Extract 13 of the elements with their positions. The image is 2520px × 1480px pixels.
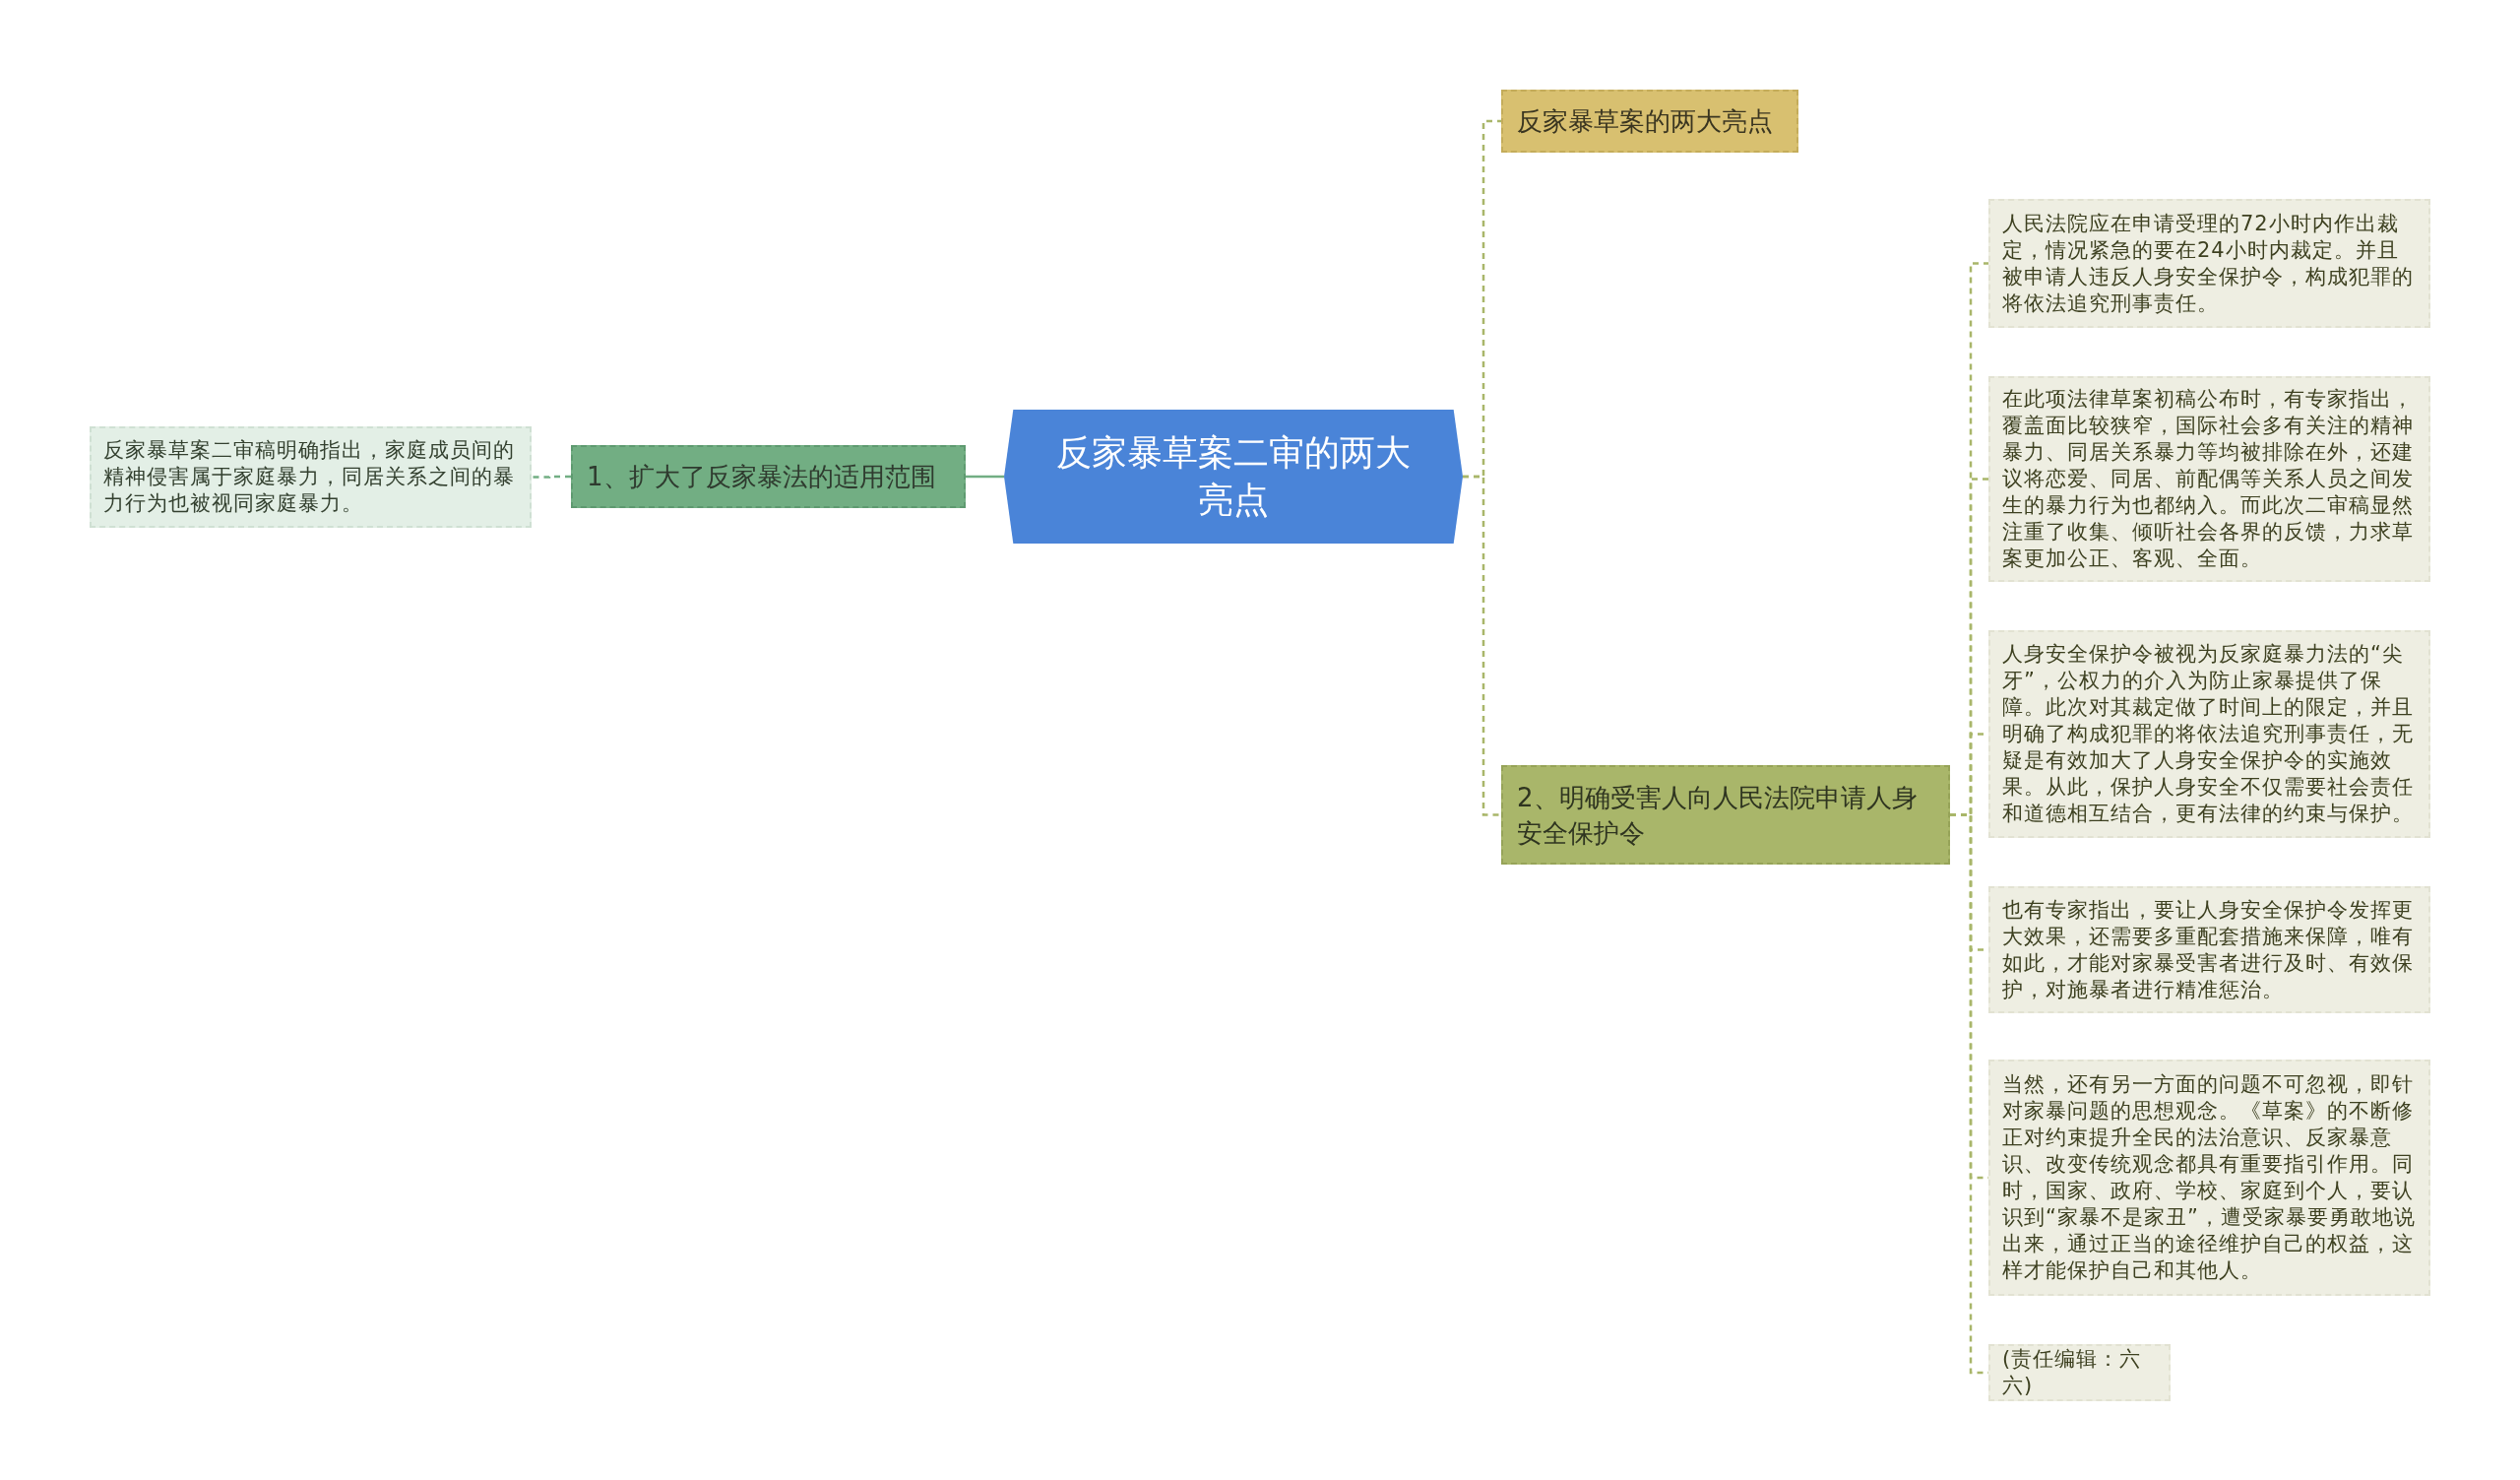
text-box: 人身安全保护令被视为反家庭暴力法的“尖牙”，公权力的介入为防止家暴提供了保障。此次对其裁定做了时间上的限定，并且明确了构成犯罪的将依法追究刑事责任，无疑是有效加大了人身安全保护令的实施效果。从此，保护人身安全不仅需要社会责任和道德相互结合，更有法律的约束与保护。 bbox=[1988, 630, 2430, 838]
connector-line bbox=[966, 475, 1004, 479]
topic-box: 2、明确受害人向人民法院申请人身安全保护令 bbox=[1501, 765, 1950, 865]
text-box: 反家暴草案二审稿明确指出，家庭成员间的精神侵害属于家庭暴力，同居关系之间的暴力行为也被视同家庭暴力。 bbox=[90, 426, 532, 528]
text-box: (责任编辑：六六) bbox=[1988, 1344, 2171, 1401]
text-box: 人民法院应在申请受理的72小时内作出裁定，情况紧急的要在24小时内裁定。并且被申请人违反人身安全保护令，构成犯罪的将依法追究刑事责任。 bbox=[1988, 199, 2430, 328]
text-box: 当然，还有另一方面的问题不可忽视，即针对家暴问题的思想观念。《草案》的不断修正对约束提升全民的法治意识、反家暴意识、改变传统观念都具有重要指引作用。同时，国家、政府、学校、家庭到个人，要认识到“家暴不是家丑”，遭受家暴要勇敢地说出来，通过正当的途径维护自己的权益，这样才能保护自己和其他人。 bbox=[1988, 1060, 2430, 1296]
text-box: 也有专家指出，要让人身安全保护令发挥更大效果，还需要多重配套措施来保障，唯有如此，才能对家暴受害者进行及时、有效保护，对施暴者进行精准惩治。 bbox=[1988, 886, 2430, 1013]
topic-box: 1、扩大了反家暴法的适用范围 bbox=[571, 445, 966, 508]
connector-line bbox=[1463, 475, 1501, 816]
text-box: 在此项法律草案初稿公布时，有专家指出，覆盖面比较狭窄，国际社会多有关注的精神暴力、同居关系暴力等均被排除在外，还建议将恋爱、同居、前配偶等关系人员之间发生的暴力行为也都纳入。而此次二审稿显然注重了收集、倾听社会各界的反馈，力求草案更加公正、客观、全面。 bbox=[1988, 376, 2430, 582]
topic-box: 反家暴草案的两大亮点 bbox=[1501, 90, 1798, 153]
connector-line bbox=[532, 475, 571, 479]
